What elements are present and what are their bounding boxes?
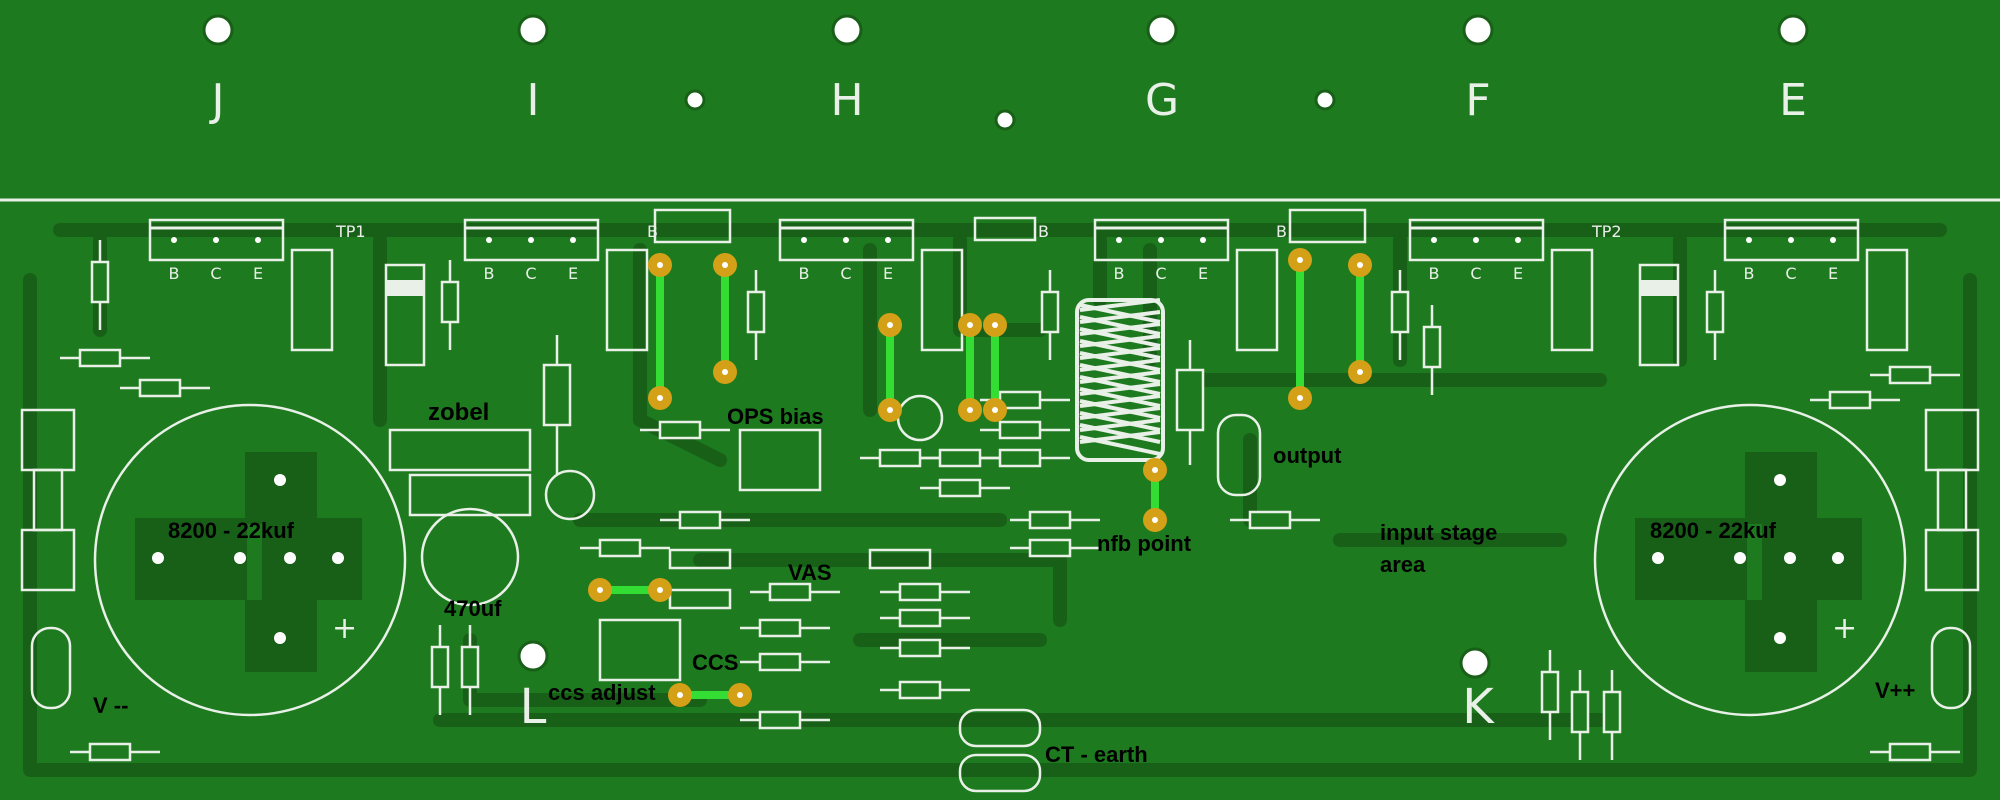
pin-label: E xyxy=(1828,264,1838,283)
pin-label: C xyxy=(1155,264,1166,283)
output-transistors: B C E B C E B C E B C E B C E B C E xyxy=(148,218,1860,283)
output-inductor xyxy=(1075,298,1165,462)
test-point-1: TP1 xyxy=(335,222,366,241)
ccs-label: CCS xyxy=(692,650,738,675)
pin-label: B xyxy=(1744,264,1755,283)
pin-label: B xyxy=(799,264,810,283)
resistor-outlines xyxy=(60,240,1960,762)
rail-diodes xyxy=(384,263,1680,367)
mounting-holes xyxy=(202,14,1809,679)
zobel-capacitor xyxy=(388,428,532,472)
filter-capacitor-right: + xyxy=(1593,403,1907,717)
board-labels: zobel OPS bias output nfb point input st… xyxy=(93,399,1915,767)
pin-label: E xyxy=(1513,264,1523,283)
zobel-label: zobel xyxy=(428,399,489,426)
heatsink-letter: F xyxy=(1465,75,1490,126)
ccs-adjust-label: ccs adjust xyxy=(548,680,656,705)
pin-label: B xyxy=(1429,264,1440,283)
pin-label: C xyxy=(525,264,536,283)
pin-label: B xyxy=(1114,264,1125,283)
heatsink-letter: E xyxy=(1779,75,1807,126)
nfb-point-label: nfb point xyxy=(1097,531,1192,556)
pin-label: E xyxy=(253,264,263,283)
vas-label: VAS xyxy=(788,560,832,585)
pin-label: B xyxy=(169,264,180,283)
bias-pin-label: B xyxy=(647,222,658,241)
pin-label: B xyxy=(484,264,495,283)
capacitor-small xyxy=(544,469,596,521)
capacitor-470uf-label: 470uf xyxy=(444,596,502,621)
capacitor-470uf xyxy=(420,507,520,607)
jumper-wires xyxy=(588,248,1372,707)
output-label: output xyxy=(1273,443,1342,468)
pin-label: E xyxy=(1198,264,1208,283)
ct-earth-connector xyxy=(958,708,1042,793)
bias-transistors: B B B xyxy=(647,208,1367,244)
heatsink-letter: I xyxy=(527,75,540,126)
power-connectors xyxy=(30,413,1972,710)
emitter-resistors xyxy=(290,248,1909,352)
input-stage-label: input stage xyxy=(1380,520,1497,545)
corner-letter: K xyxy=(1462,679,1495,735)
filter-capacitor-left: + xyxy=(93,403,407,717)
heatsink-letter: G xyxy=(1145,75,1179,126)
polarity-plus: + xyxy=(332,611,357,646)
pin-label: C xyxy=(1785,264,1796,283)
polarity-plus: + xyxy=(1832,611,1857,646)
zobel-capacitor xyxy=(408,473,532,517)
bias-pin-label: B xyxy=(1038,222,1049,241)
ct-earth-label: CT - earth xyxy=(1045,742,1148,767)
v-minus-label: V -- xyxy=(93,693,128,718)
v-plus-label: V++ xyxy=(1875,678,1915,703)
ops-bias-label: OPS bias xyxy=(727,404,824,429)
bias-pin-label: B xyxy=(1276,222,1287,241)
test-point-2: TP2 xyxy=(1591,222,1622,241)
capacitor-right-label: 8200 - 22kuf xyxy=(1650,518,1777,543)
pin-label: C xyxy=(210,264,221,283)
pin-label: C xyxy=(1470,264,1481,283)
heatsink-letter: H xyxy=(830,75,863,126)
pin-label: E xyxy=(883,264,893,283)
pin-label: E xyxy=(568,264,578,283)
input-stage-label-2: area xyxy=(1380,552,1426,577)
corner-letter: L xyxy=(520,679,547,735)
capacitor-left-label: 8200 - 22kuf xyxy=(168,518,295,543)
heatsink-letter: J xyxy=(209,75,225,126)
fuse-holders xyxy=(20,408,1980,592)
pin-label: C xyxy=(840,264,851,283)
